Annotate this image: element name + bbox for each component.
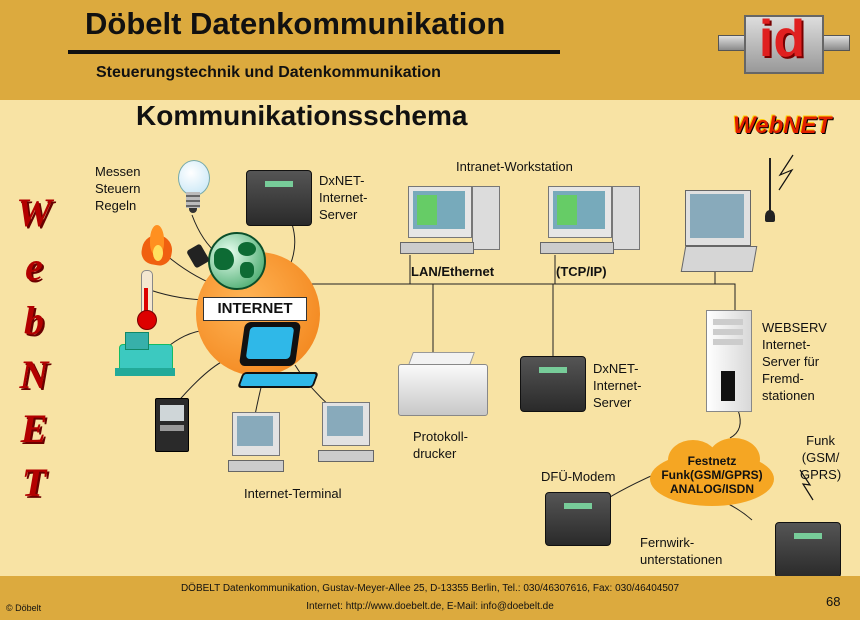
internet-terminal-1 [228, 412, 284, 474]
electric-meter-icon [155, 398, 189, 452]
vertical-webnet: W e b N E T [14, 186, 54, 510]
dxnet-server-device-mid [520, 356, 586, 412]
cartoon-computer-icon [232, 322, 302, 372]
internet-terminal-2 [318, 402, 374, 464]
lan-ethernet-label: LAN/Ethernet [411, 264, 495, 279]
remote-station-device [775, 522, 841, 578]
vertical-letter: E [20, 406, 48, 451]
internet-label: INTERNET [203, 297, 307, 321]
network-cloud: Festnetz Funk(GSM/GPRS) ANALOG/ISDN [650, 438, 774, 510]
id-logo: id [718, 11, 850, 74]
protokoll-drucker-label: Protokoll-drucker [413, 429, 468, 461]
cloud-line: Funk(GSM/GPRS) [661, 468, 763, 482]
lightbulb-icon [178, 160, 210, 216]
footer-internet: Internet: http://www.doebelt.de, E-Mail:… [306, 601, 554, 612]
dfu-modem-label: DFÜ-Modem [541, 469, 616, 484]
workstation-2 [540, 186, 650, 258]
dfu-modem-device [545, 492, 611, 546]
header-rule [68, 50, 560, 54]
page-number: 68 [826, 594, 841, 609]
company-title: Döbelt Datenkommunikation [85, 6, 506, 41]
company-subtitle: Steuerungstechnik und Datenkommunikation [96, 64, 441, 81]
vertical-letter: N [19, 352, 49, 397]
flame-icon [139, 225, 175, 268]
webnet-logo: WebNET [733, 112, 832, 139]
vertical-letter: T [21, 460, 47, 505]
workstation-1 [400, 186, 510, 258]
thermometer-icon [136, 270, 157, 330]
dxnet-mid-label: DxNET-Internet-Server [593, 361, 642, 410]
antenna-icon [765, 158, 775, 224]
footer-address: DÖBELT Datenkommunikation, Gustav-Meyer-… [180, 583, 680, 594]
tcpip-label: (TCP/IP) [556, 264, 607, 279]
id-logo-text: id [758, 10, 806, 68]
dxnet-server-device-top [246, 170, 312, 226]
dxnet-top-label: DxNET-Internet-Server [319, 173, 368, 222]
cloud-line: ANALOG/ISDN [670, 482, 754, 496]
globe-icon [208, 232, 266, 290]
fernwirk-label: Fernwirk-unterstationen [640, 535, 723, 567]
intranet-workstation-label: Intranet-Workstation [456, 159, 573, 174]
copyright: © Döbelt [6, 603, 42, 613]
webserv-tower-icon [706, 310, 752, 412]
vertical-letter: e [25, 244, 43, 289]
vertical-letter: b [24, 298, 44, 343]
vertical-letter: W [16, 190, 52, 235]
compressor-icon [115, 330, 175, 380]
funk-label: Funk(GSM/GPRS) [800, 433, 842, 482]
slide-title: Kommunikationsschema [136, 100, 468, 131]
printer-icon [398, 352, 490, 418]
internet-terminal-label: Internet-Terminal [244, 486, 342, 501]
laptop-icon [680, 190, 758, 272]
footer-bar [0, 576, 860, 620]
cartoon-keyboard-icon [237, 372, 319, 388]
cloud-line: Festnetz [687, 454, 737, 468]
